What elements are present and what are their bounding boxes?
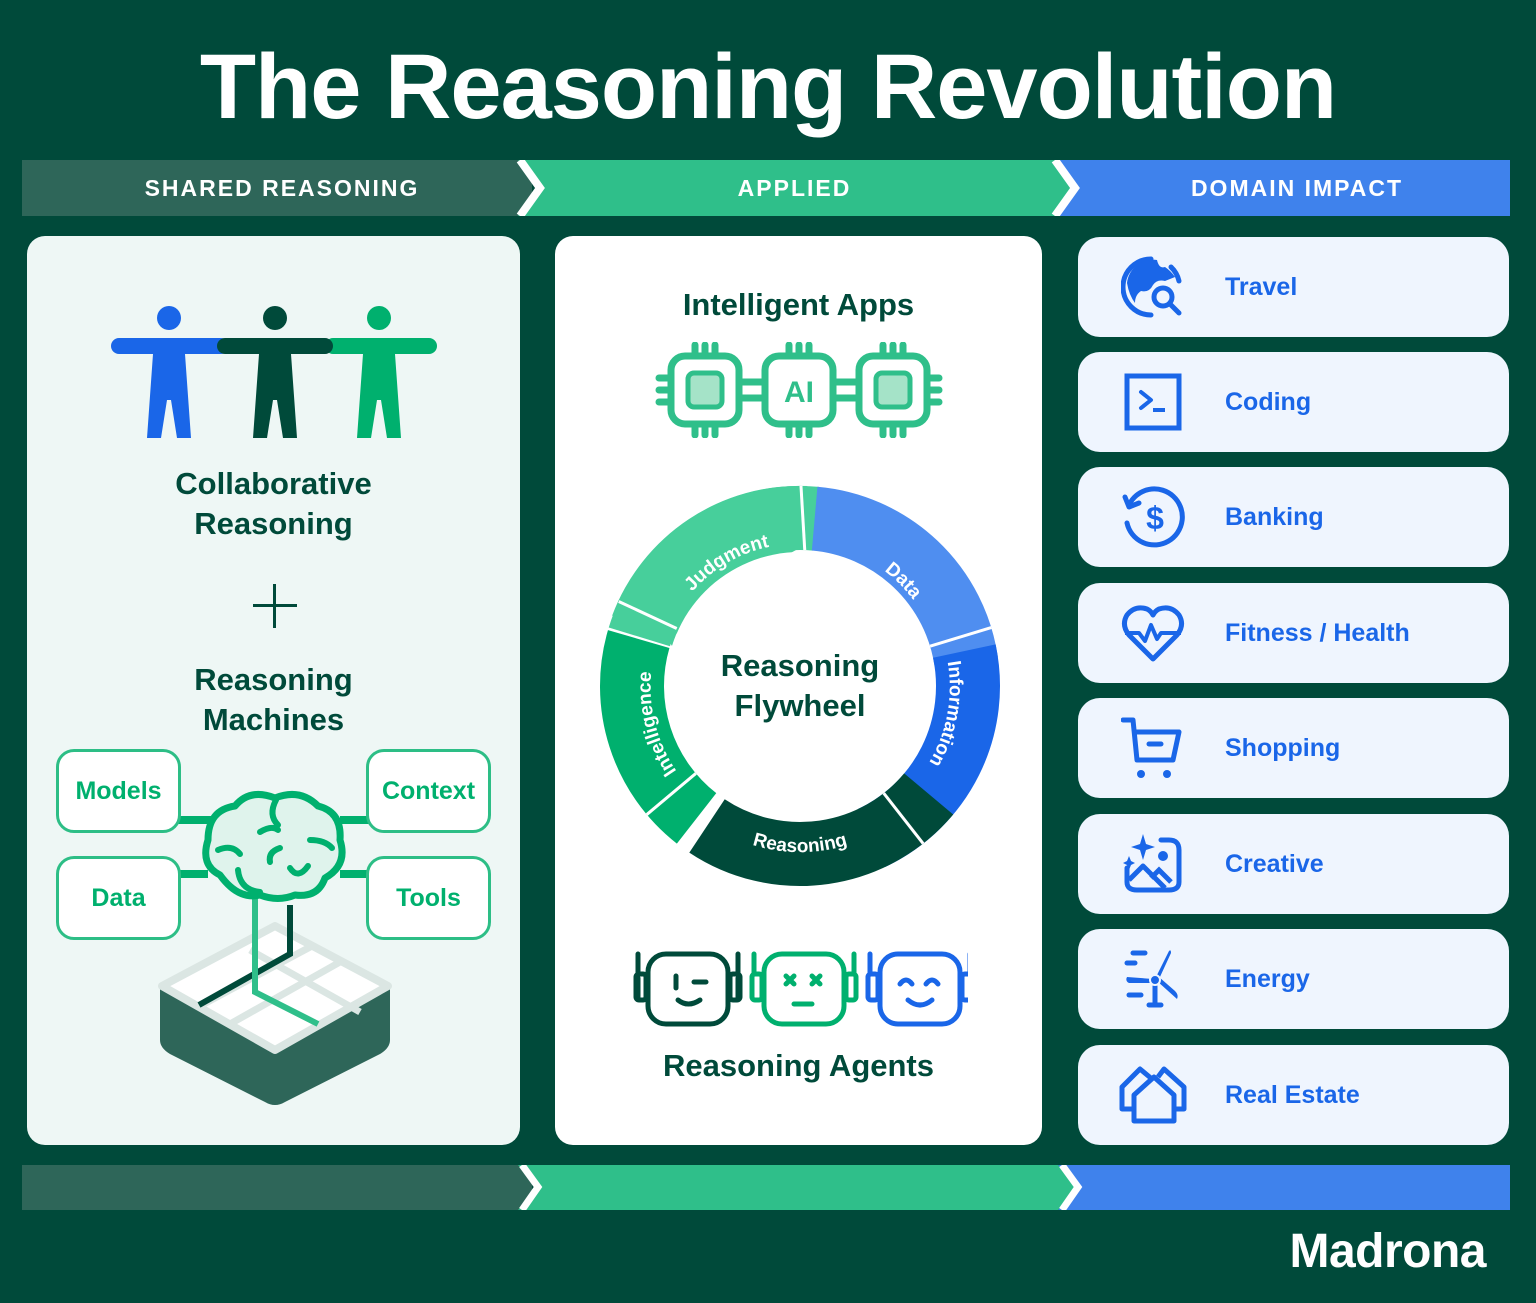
houses-icon: [1115, 1057, 1191, 1133]
domain-item-shopping: Shopping: [1078, 698, 1509, 798]
intelligent-apps-heading: Intelligent Apps: [682, 287, 915, 322]
heart-pulse-icon: [1115, 595, 1191, 671]
heading-line-2: Reasoning: [194, 506, 353, 541]
reasoning-machine-diagram: [158, 790, 392, 1105]
reasoning-agents-icons: [633, 951, 968, 1027]
robot-wink-icon: [633, 951, 743, 1027]
component-tools: Tools: [366, 856, 491, 940]
domain-item-travel: Travel: [1078, 237, 1509, 337]
phase-arrows-bottom: [22, 1165, 1510, 1210]
heading-line-2: Machines: [202, 702, 345, 737]
flywheel-center-line-1: Reasoning: [721, 648, 879, 683]
domain-item-banking: $ Banking: [1078, 467, 1509, 567]
domain-item-real-estate: Real Estate: [1078, 1045, 1509, 1145]
collaborative-reasoning-heading: Collaborative Reasoning: [27, 464, 520, 544]
phase-bar-bottom: [22, 1165, 1510, 1210]
globe-search-icon: [1115, 249, 1191, 325]
ai-chips-icon: AI: [655, 342, 943, 438]
svg-text:$: $: [1146, 500, 1164, 536]
phase-label-shared-reasoning: SHARED REASONING: [144, 175, 420, 201]
phase-label-applied: APPLIED: [737, 175, 852, 201]
robot-happy-icon: [865, 951, 968, 1027]
madrona-logo: Madrona: [1289, 1225, 1486, 1278]
domain-item-coding: Coding: [1078, 352, 1509, 452]
component-context: Context: [366, 749, 491, 833]
heading-line-1: Collaborative: [175, 466, 372, 501]
dollar-refresh-icon: $: [1115, 479, 1191, 555]
reasoning-flywheel: Judgment Data Information Reasoning Inte…: [600, 485, 1000, 886]
domain-label: Real Estate: [1225, 1080, 1360, 1109]
component-data: Data: [56, 856, 181, 940]
domain-label: Fitness / Health: [1225, 618, 1410, 647]
domain-label: Energy: [1225, 964, 1310, 993]
chip-label: AI: [784, 376, 814, 409]
shopping-cart-icon: [1115, 710, 1191, 786]
three-people-linked-icon: [111, 306, 437, 438]
phase-label-domain-impact: DOMAIN IMPACT: [1190, 175, 1404, 201]
domain-item-creative: Creative: [1078, 814, 1509, 914]
phase-arrows: [22, 160, 1510, 216]
image-sparkle-icon: [1115, 826, 1191, 902]
plus-icon: [253, 584, 297, 628]
domain-label: Banking: [1225, 502, 1324, 531]
reasoning-machines-heading: Reasoning Machines: [27, 660, 520, 740]
domain-label: Coding: [1225, 387, 1312, 416]
phase-bar-top: SHARED REASONING APPLIED DOMAIN IMPACT: [22, 160, 1510, 216]
domain-label: Shopping: [1225, 733, 1341, 762]
flywheel-center-line-2: Flywheel: [735, 688, 866, 723]
component-models: Models: [56, 749, 181, 833]
terminal-icon: [1115, 364, 1191, 440]
reasoning-agents-heading: Reasoning Agents: [663, 1048, 934, 1083]
wind-turbine-icon: [1115, 941, 1191, 1017]
domain-item-fitness-health: Fitness / Health: [1078, 583, 1509, 683]
heading-line-1: Reasoning: [194, 662, 353, 697]
domain-label: Creative: [1225, 849, 1324, 878]
page-title: The Reasoning Revolution: [199, 36, 1337, 138]
domain-label: Travel: [1225, 272, 1298, 301]
robot-dizzy-icon: [749, 951, 859, 1027]
domain-item-energy: Energy: [1078, 929, 1509, 1029]
